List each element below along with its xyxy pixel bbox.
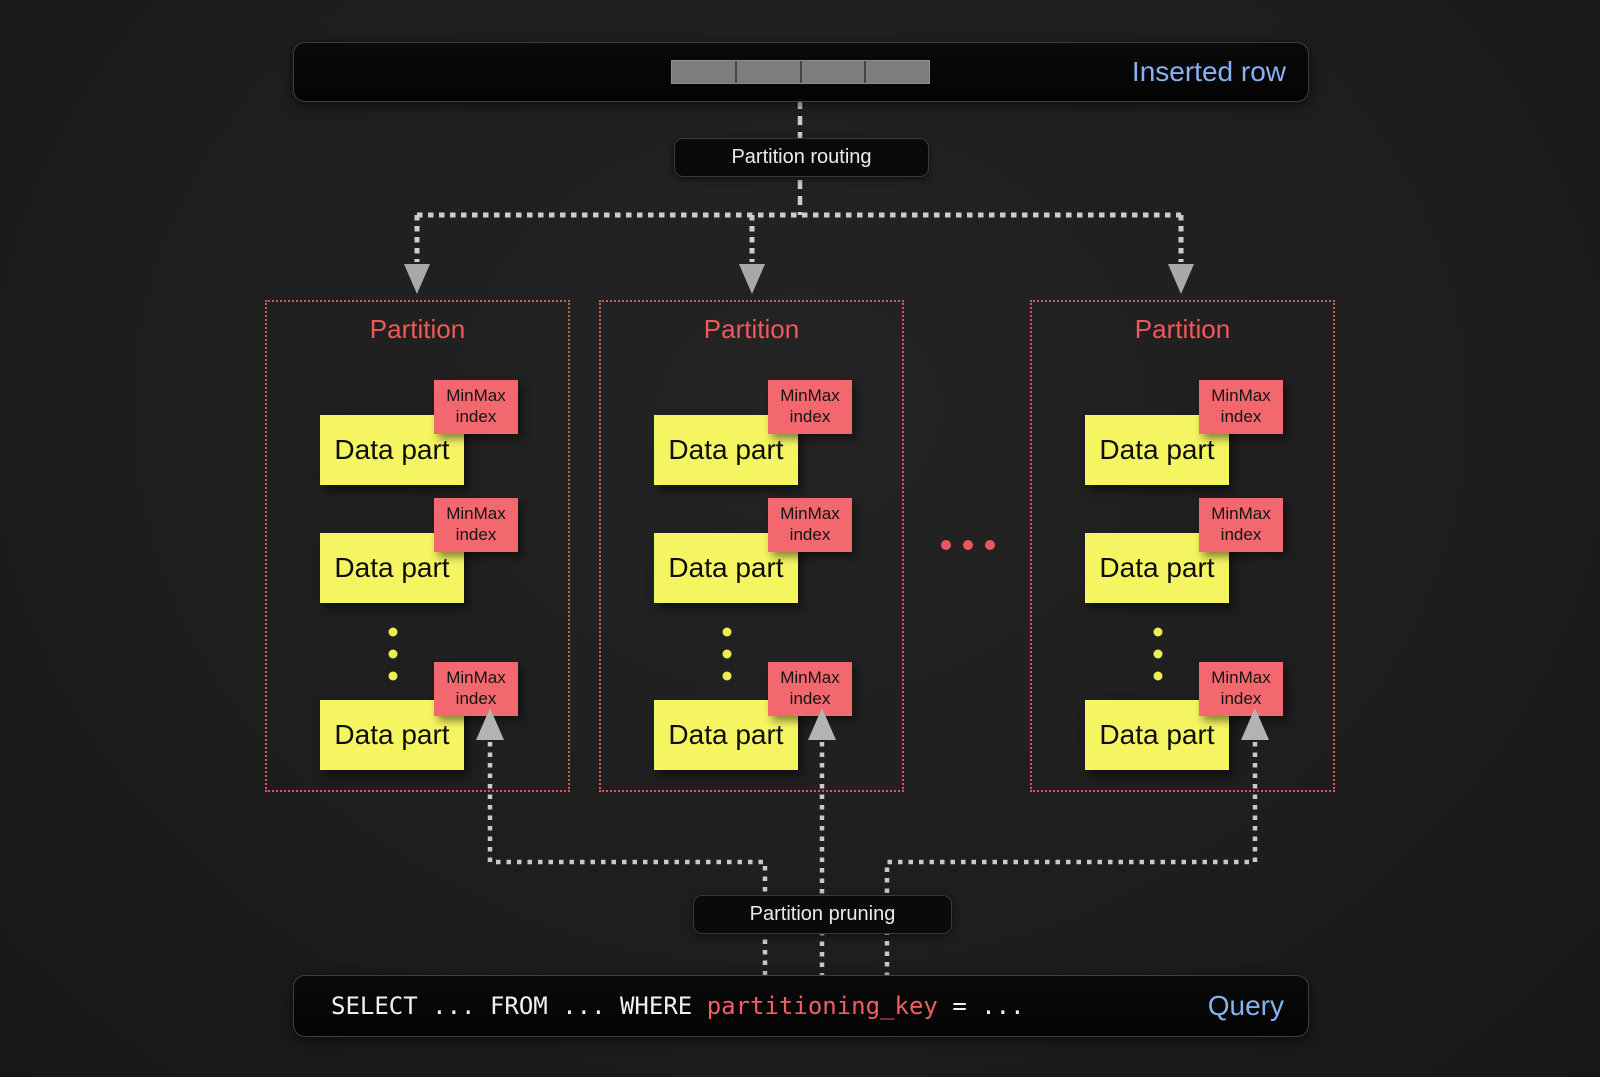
- row-segment-cell: [864, 61, 929, 83]
- minmax-index-tag: MinMax index: [434, 380, 518, 434]
- row-segment-cell: [672, 61, 735, 83]
- sql-text-after: = ...: [937, 992, 1025, 1020]
- minmax-index-tag: MinMax index: [1199, 380, 1283, 434]
- up-arrowhead-left: [476, 708, 504, 740]
- minmax-index-text: MinMax index: [446, 386, 506, 426]
- pruning-leg-left: [487, 742, 768, 975]
- query-box: SELECT ... FROM ... WHERE partitioning_k…: [293, 975, 1309, 1037]
- row-segment-cell: [734, 61, 800, 83]
- partition-routing-connectors: [414, 100, 1184, 262]
- partition-routing-label: Partition routing: [674, 138, 929, 177]
- partition-pruning-label: Partition pruning: [693, 895, 952, 934]
- row-segment-cell: [799, 61, 865, 83]
- partition-box-2: Partition MinMax index Data part MinMax …: [599, 300, 904, 792]
- down-arrowhead-middle: [739, 264, 765, 294]
- minmax-index-tag: MinMax index: [434, 662, 518, 716]
- sql-partitioning-key: partitioning_key: [706, 992, 938, 1020]
- partition-box-3: Partition MinMax index Data part MinMax …: [1030, 300, 1335, 792]
- partition-title: Partition: [369, 314, 466, 344]
- down-arrowhead-left: [404, 264, 430, 294]
- minmax-index-text: MinMax index: [780, 504, 840, 544]
- minmax-index-text: MinMax index: [446, 504, 506, 544]
- sql-text-before: SELECT ... FROM ... WHERE: [331, 992, 707, 1020]
- down-arrowheads: [404, 264, 1194, 294]
- minmax-index-tag: MinMax index: [768, 380, 852, 434]
- up-arrowhead-middle: [808, 708, 836, 740]
- query-sql: SELECT ... FROM ... WHERE partitioning_k…: [331, 992, 1025, 1020]
- data-part-box: Data part: [320, 533, 464, 603]
- partition-title: Partition: [1134, 314, 1231, 344]
- up-arrowheads: [476, 708, 1269, 740]
- row-segments: [671, 60, 930, 84]
- minmax-index-tag: MinMax index: [434, 498, 518, 552]
- minmax-index-text: MinMax index: [780, 386, 840, 426]
- minmax-index-tag: MinMax index: [768, 662, 852, 716]
- minmax-index-text: MinMax index: [446, 668, 506, 708]
- partition-box-1: Partition MinMax index Data part MinMax …: [265, 300, 570, 792]
- partition-title: Partition: [703, 314, 800, 344]
- inserted-row-label: Inserted row: [1131, 56, 1286, 87]
- minmax-index-tag: MinMax index: [768, 498, 852, 552]
- down-arrowhead-right: [1168, 264, 1194, 294]
- up-arrowhead-right: [1241, 708, 1269, 740]
- data-part-box: Data part: [1085, 533, 1229, 603]
- minmax-index-text: MinMax index: [1211, 668, 1271, 708]
- partition-pruning-connectors: [487, 742, 1258, 975]
- minmax-index-tag: MinMax index: [1199, 498, 1283, 552]
- minmax-index-text: MinMax index: [1211, 504, 1271, 544]
- data-part-box: Data part: [654, 700, 798, 770]
- query-label: Query: [1207, 990, 1284, 1021]
- minmax-index-text: MinMax index: [1211, 386, 1271, 426]
- stack-ellipsis-dots: [388, 627, 1163, 681]
- minmax-index-text: MinMax index: [780, 668, 840, 708]
- partition-gap-ellipsis: [941, 540, 995, 550]
- inserted-row-box: Inserted row: [293, 42, 1309, 102]
- minmax-index-tag: MinMax index: [1199, 662, 1283, 716]
- pruning-leg-right: [884, 742, 1258, 975]
